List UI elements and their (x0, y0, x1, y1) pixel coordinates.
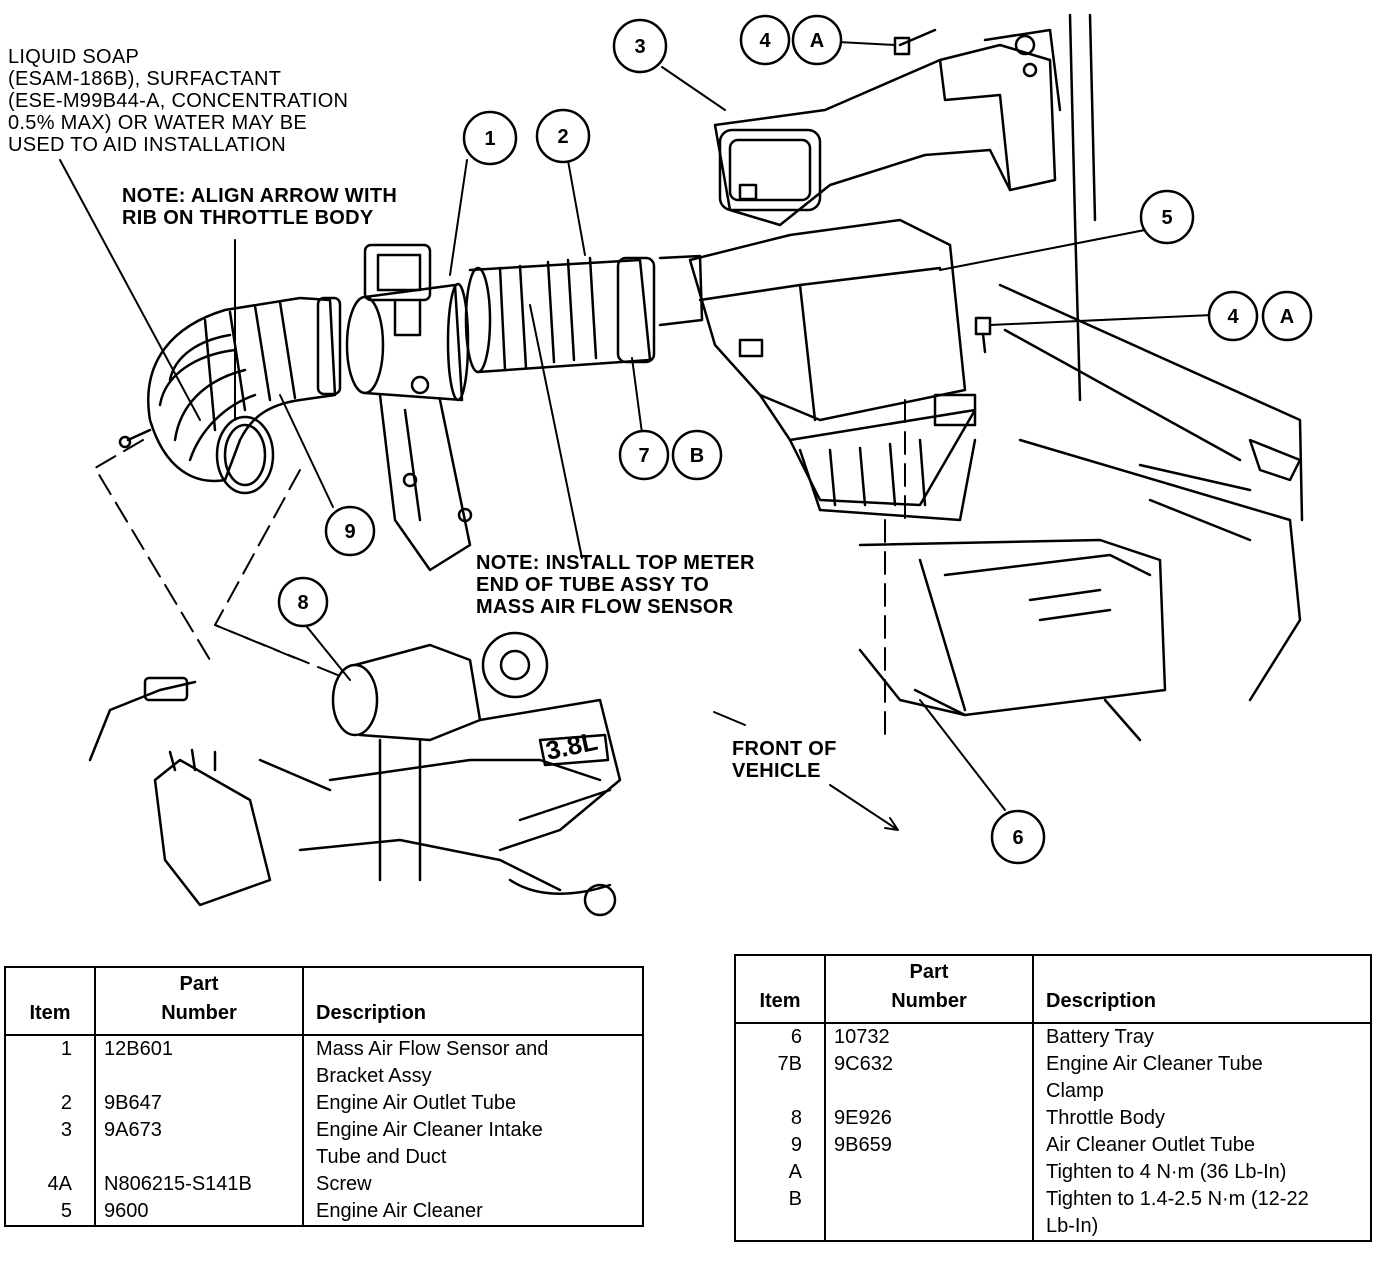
svg-text:B: B (690, 445, 704, 467)
description-cell: Engine Air Cleaner Intake Tube and Duct (302, 1117, 644, 1171)
table-header-row: Item Part Number Description (4, 966, 644, 1036)
part-number-cell: 12B601 (94, 1035, 304, 1090)
fender-body-panel (998, 13, 1304, 702)
part-number-cell: 9600 (94, 1198, 304, 1226)
description-cell: Battery Tray (1032, 1023, 1372, 1051)
table-row: B Tighten to 1.4-2.5 N·m (12-22 Lb-In) (734, 1186, 1372, 1241)
part-number-cell (824, 1186, 1034, 1241)
part-number-cell: 9C632 (824, 1051, 1034, 1105)
description-cell: Screw (302, 1171, 644, 1198)
description-cell: Engine Air Cleaner (302, 1198, 644, 1226)
part-number-cell: 10732 (824, 1023, 1034, 1051)
svg-text:2: 2 (557, 126, 568, 148)
svg-text:A: A (1280, 306, 1294, 328)
description-cell: Tighten to 1.4-2.5 N·m (12-22 Lb-In) (1032, 1186, 1372, 1241)
item-cell: 4A (4, 1171, 96, 1198)
item-cell: A (734, 1159, 826, 1186)
callout-6: 6 (990, 809, 1046, 865)
callout-a-right: A (1261, 290, 1313, 342)
item-cell: 6 (734, 1023, 826, 1051)
leader-lines (59, 41, 1213, 831)
callout-a-top: A (791, 14, 843, 66)
callout-9: 9 (324, 505, 376, 557)
callout-7: 7 (618, 429, 670, 481)
callout-b: B (671, 429, 723, 481)
intake-tube-and-duct (713, 28, 1062, 227)
item-cell: 9 (734, 1132, 826, 1159)
description-cell: Engine Air Outlet Tube (302, 1090, 644, 1117)
part-number-cell (824, 1159, 1034, 1186)
svg-text:6: 6 (1012, 827, 1023, 849)
engine-size-stamp: 3.8L (543, 726, 600, 766)
callout-8: 8 (277, 576, 329, 628)
item-cell: 3 (4, 1117, 96, 1171)
header-description: Description (302, 966, 644, 1036)
item-cell: 5 (4, 1198, 96, 1226)
description-cell: Air Cleaner Outlet Tube (1032, 1132, 1372, 1159)
description-cell: Mass Air Flow Sensor and Bracket Assy (302, 1035, 644, 1090)
engine-air-outlet-tube (464, 254, 704, 374)
part-number-cell: 9A673 (94, 1117, 304, 1171)
part-number-cell: 9B647 (94, 1090, 304, 1117)
svg-text:4: 4 (1227, 306, 1239, 328)
engine-air-cleaner-box (688, 218, 977, 522)
part-number-cell: N806215-S141B (94, 1171, 304, 1198)
callout-4-right: 4 (1207, 290, 1259, 342)
part-number-cell: 9E926 (824, 1105, 1034, 1132)
svg-text:8: 8 (297, 592, 308, 614)
header-part-number: Part Number (94, 966, 304, 1036)
throttle-body-inset (88, 631, 622, 917)
svg-text:4: 4 (759, 30, 771, 52)
liquid-soap-note: LIQUID SOAP (ESAM-186B), SURFACTANT (ESE… (8, 46, 349, 156)
table-header-row: Item Part Number Description (734, 954, 1372, 1024)
dashed-reference-lines (94, 399, 906, 741)
screw-4a-top (893, 28, 937, 56)
screw-4a-right (974, 316, 992, 354)
item-cell: 8 (734, 1105, 826, 1132)
callout-1: 1 (462, 110, 518, 166)
svg-text:3: 3 (634, 36, 645, 58)
svg-text:9: 9 (344, 521, 355, 543)
header-description: Description (1032, 954, 1372, 1024)
part-number-cell: 9B659 (824, 1132, 1034, 1159)
svg-text:A: A (810, 30, 824, 52)
item-cell: 1 (4, 1035, 96, 1090)
item-cell: 7B (734, 1051, 826, 1105)
header-part-number: Part Number (824, 954, 1034, 1024)
install-top-meter-note: NOTE: INSTALL TOP METER END OF TUBE ASSY… (476, 552, 755, 618)
callout-5: 5 (1139, 189, 1195, 245)
item-cell: B (734, 1186, 826, 1241)
air-cleaner-outlet-tube-elbow (118, 296, 342, 495)
svg-text:1: 1 (484, 128, 495, 150)
callout-4-top: 4 (739, 14, 791, 66)
header-item: Item (734, 954, 826, 1024)
table-row: A Tighten to 4 N·m (36 Lb-In) (734, 1159, 1372, 1186)
description-cell: Tighten to 4 N·m (36 Lb-In) (1032, 1159, 1372, 1186)
item-cell: 2 (4, 1090, 96, 1117)
svg-text:7: 7 (638, 445, 649, 467)
description-cell: Engine Air Cleaner Tube Clamp (1032, 1051, 1372, 1105)
callout-3: 3 (612, 18, 668, 74)
description-cell: Throttle Body (1032, 1105, 1372, 1132)
battery-tray (858, 538, 1167, 742)
header-item: Item (4, 966, 96, 1036)
align-arrow-note: NOTE: ALIGN ARROW WITH RIB ON THROTTLE B… (122, 185, 398, 229)
front-of-vehicle-label: FRONT OF VEHICLE (732, 738, 837, 782)
callout-2: 2 (535, 108, 591, 164)
svg-text:5: 5 (1161, 207, 1172, 229)
